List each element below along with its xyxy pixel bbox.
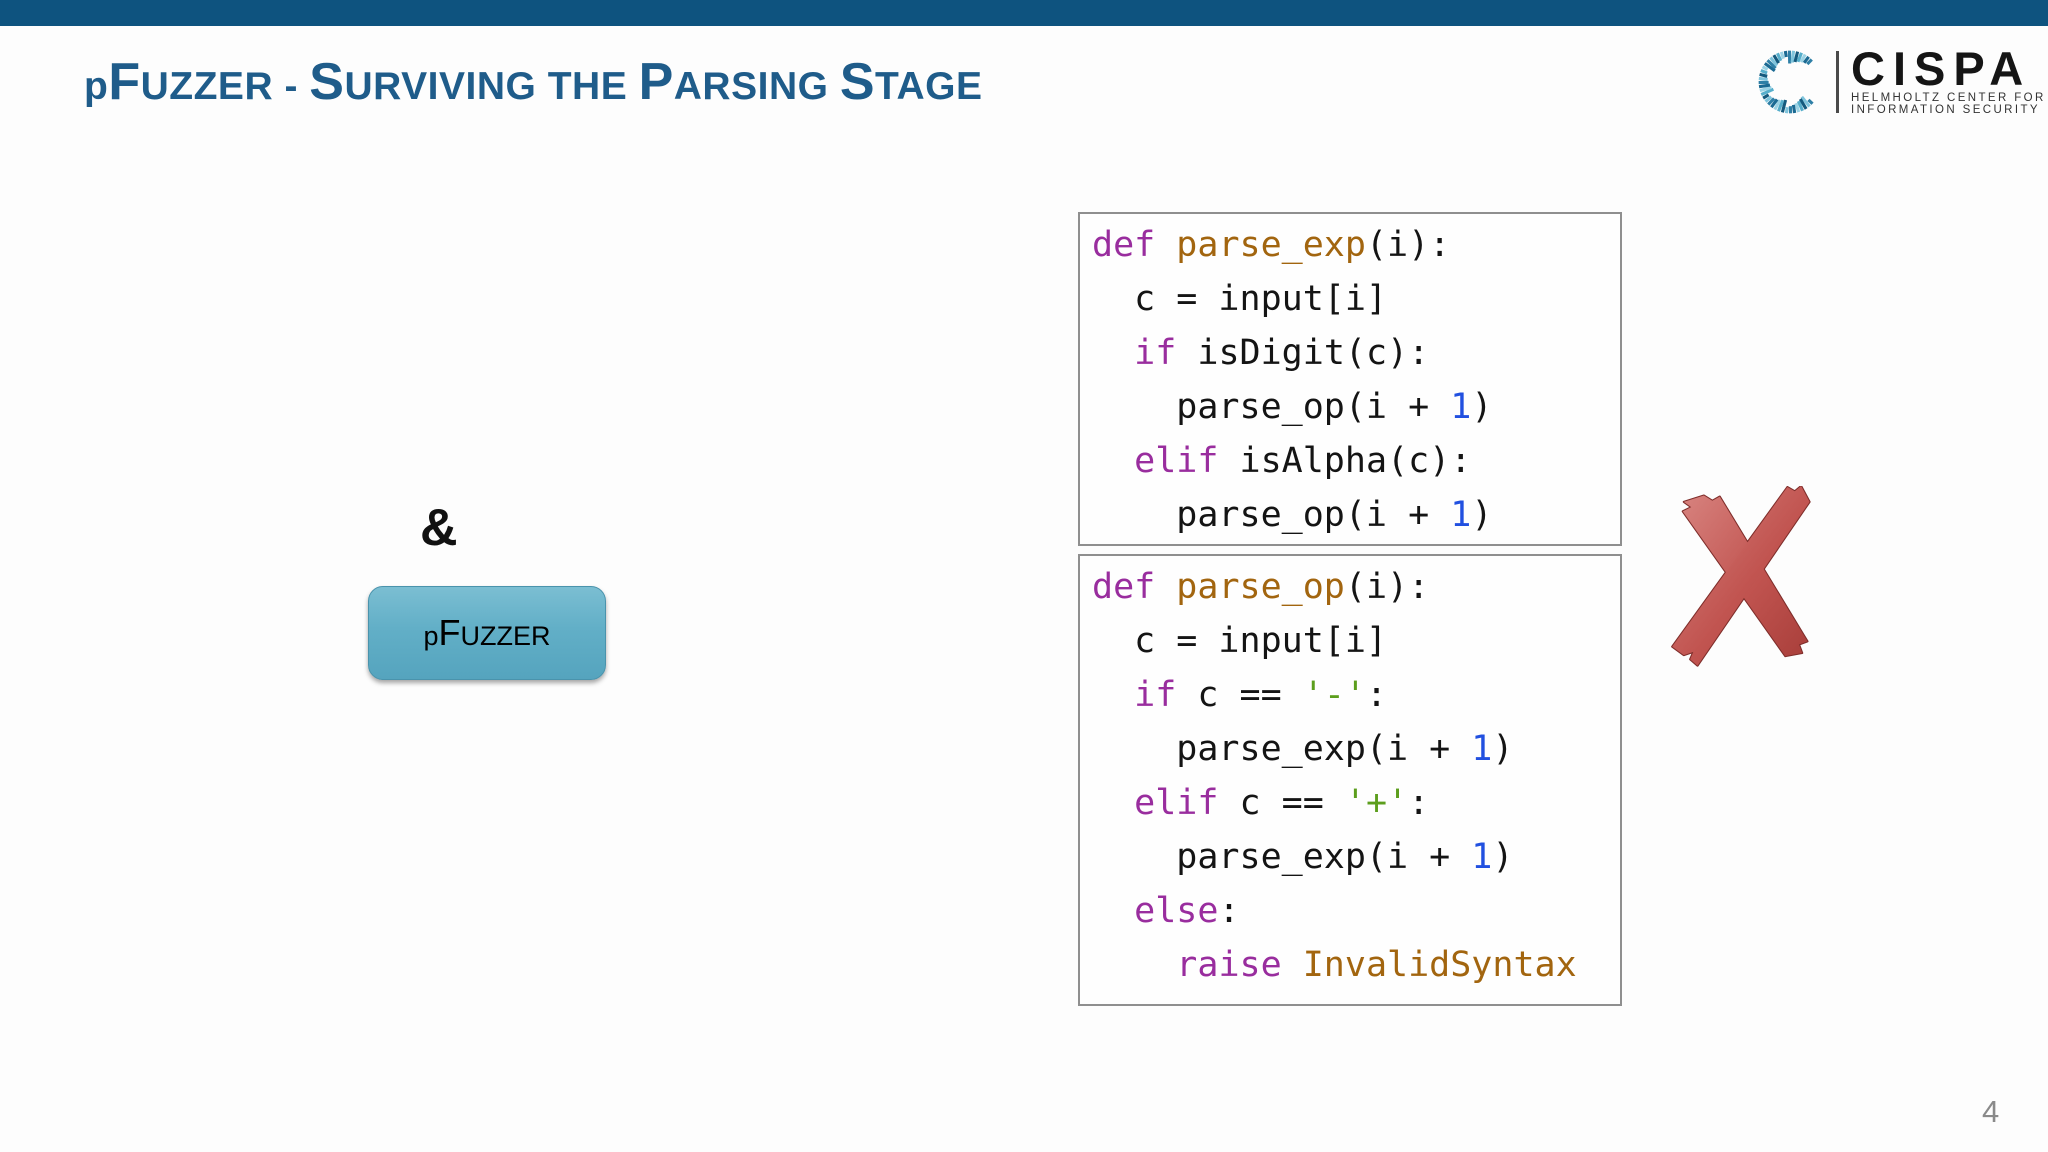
logo-subtitle-line2: INFORMATION SECURITY — [1851, 104, 2040, 117]
code-line: parse_op(i + 1) — [1092, 387, 1493, 427]
code-line: else: — [1134, 891, 1240, 931]
code-line: def parse_exp(i): — [1092, 225, 1451, 265]
rejected-cross-icon — [1671, 486, 1811, 667]
code-block-parse-op: def parse_op(i): c = input[i] if c == '-… — [1078, 554, 1622, 1006]
pfuzzer-box: pFUZZER — [368, 586, 606, 680]
logo-divider — [1836, 51, 1839, 113]
code-line: elif isAlpha(c): — [1134, 441, 1472, 481]
pfuzzer-box-label: pFUZZER — [423, 612, 551, 653]
code-line: elif c == '+': — [1134, 783, 1430, 823]
code-block-parse-exp: def parse_exp(i): c = input[i] if isDigi… — [1078, 212, 1622, 546]
ampersand-label: & — [420, 499, 458, 557]
code-line: parse_exp(i + 1) — [1092, 729, 1514, 769]
logo-text-block: CISPA HELMHOLTZ CENTER FOR INFORMATION S… — [1851, 42, 2046, 117]
logo-wordmark: CISPA — [1851, 42, 2032, 96]
page-number: 4 — [1982, 1094, 2000, 1129]
code-line: parse_op(i + 1) — [1092, 495, 1493, 535]
code-line: c = input[i] — [1092, 279, 1388, 319]
code-line: def parse_op(i): — [1092, 567, 1430, 607]
cispa-ring-icon — [1758, 50, 1814, 114]
code-line: if c == '-': — [1134, 675, 1388, 715]
page-title: pFUZZER - SURVIVING THE PARSING STAGE — [84, 53, 983, 111]
code-line: raise InvalidSyntax — [1176, 945, 1577, 985]
cispa-logo: CISPA HELMHOLTZ CENTER FOR INFORMATION S… — [1752, 44, 2046, 120]
logo-subtitle-line1: HELMHOLTZ CENTER FOR — [1851, 91, 2046, 104]
top-accent-bar — [0, 0, 2048, 26]
code-line: if isDigit(c): — [1134, 333, 1430, 373]
code-line: parse_exp(i + 1) — [1092, 837, 1514, 877]
code-line: c = input[i] — [1092, 621, 1388, 661]
